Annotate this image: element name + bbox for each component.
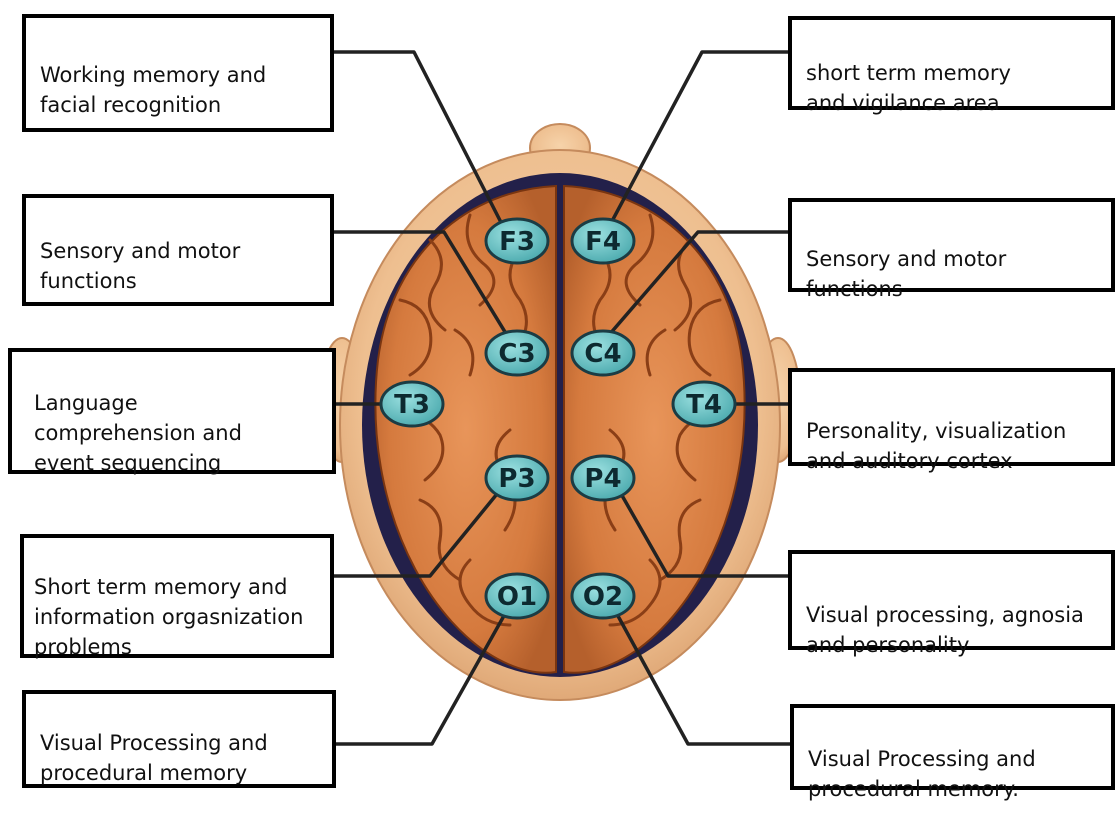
- electrode-t4-label: T4: [686, 390, 722, 420]
- callout-t4: Personality, visualization and auditory …: [788, 368, 1115, 466]
- electrode-c4: C4: [572, 331, 634, 375]
- callout-o1: Visual Processing and procedural memory: [22, 690, 336, 788]
- electrode-p4: P4: [572, 456, 634, 500]
- callout-c3-text: Sensory and motor functions: [40, 236, 318, 296]
- electrode-t4: T4: [673, 382, 735, 426]
- callout-t4-text: Personality, visualization and auditory …: [806, 416, 1099, 476]
- callout-f3: Working memory and facial recognition: [22, 14, 334, 132]
- electrode-p3-label: P3: [498, 464, 535, 494]
- callout-o1-text: Visual Processing and procedural memory: [40, 728, 320, 788]
- electrode-o1-label: O1: [497, 582, 537, 612]
- callout-o2-text: Visual Processing and procedural memory.: [808, 744, 1099, 804]
- callout-p4: Visual processing, agnosia and personali…: [788, 550, 1115, 650]
- callout-p4-text: Visual processing, agnosia and personali…: [806, 600, 1099, 660]
- electrode-o2-label: O2: [583, 582, 623, 612]
- electrode-c3-label: C3: [498, 339, 535, 369]
- electrode-p3: P3: [486, 456, 548, 500]
- electrode-f4: F4: [572, 219, 634, 263]
- callout-c3: Sensory and motor functions: [22, 194, 334, 306]
- callout-p3: Short term memory and information orgasn…: [20, 534, 334, 658]
- callout-f3-text: Working memory and facial recognition: [40, 60, 318, 120]
- callout-t3-text: Language comprehension and event sequenc…: [34, 388, 320, 478]
- electrode-p4-label: P4: [584, 464, 621, 494]
- electrode-f3: F3: [486, 219, 548, 263]
- electrode-o1: O1: [486, 574, 548, 618]
- callout-f4-text: short term memory and vigilance area: [806, 58, 1099, 118]
- callout-o2: Visual Processing and procedural memory.: [790, 704, 1115, 790]
- callout-p3-text: Short term memory and information orgasn…: [34, 572, 326, 662]
- callout-f4: short term memory and vigilance area: [788, 16, 1115, 110]
- electrode-f4-label: F4: [585, 227, 621, 257]
- electrode-o2: O2: [572, 574, 634, 618]
- electrode-c4-label: C4: [584, 339, 621, 369]
- electrode-f3-label: F3: [499, 227, 535, 257]
- electrode-c3: C3: [486, 331, 548, 375]
- electrode-t3: T3: [381, 382, 443, 426]
- callout-c4: Sensory and motor functions: [788, 198, 1115, 292]
- electrode-t3-label: T3: [394, 390, 430, 420]
- callout-t3: Language comprehension and event sequenc…: [8, 348, 336, 474]
- callout-c4-text: Sensory and motor functions: [806, 244, 1099, 304]
